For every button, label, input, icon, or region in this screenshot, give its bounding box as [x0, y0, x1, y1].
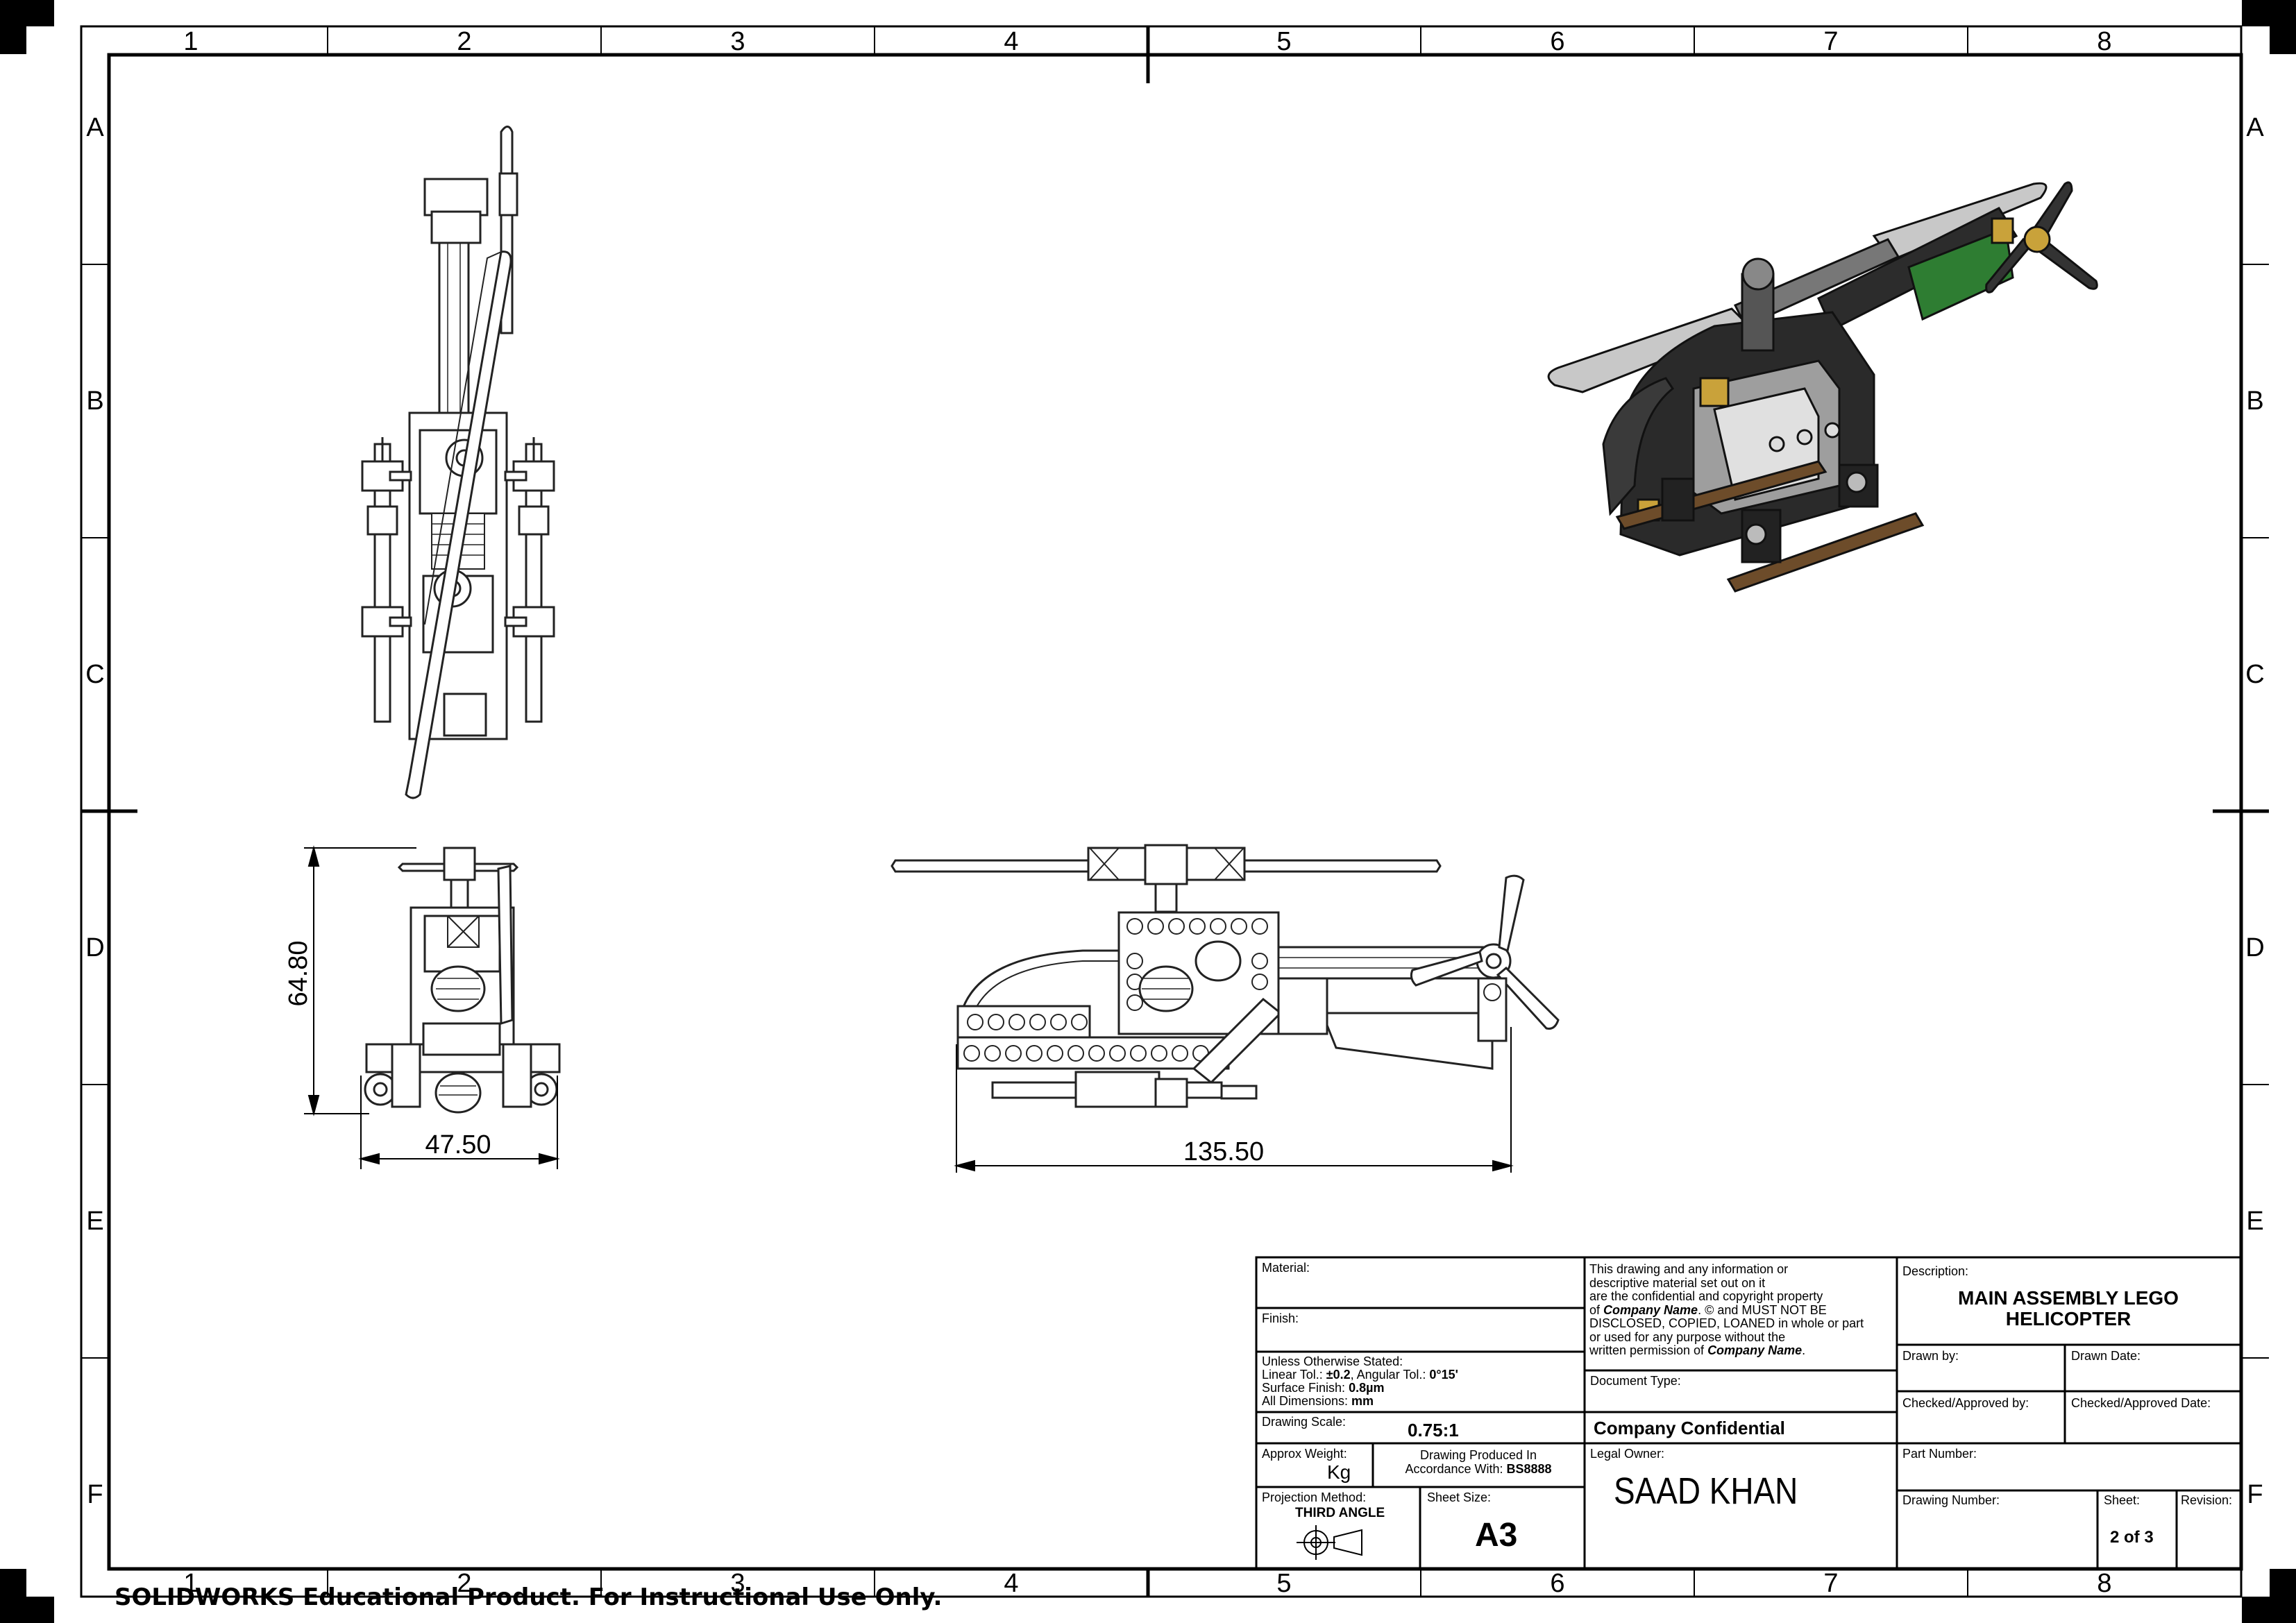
sheet-label: Sheet:	[2104, 1493, 2141, 1507]
zone-col-label: 5	[1276, 27, 1291, 56]
title-block-grid	[1255, 1256, 2243, 1570]
corner-mark-top-right	[2270, 0, 2296, 54]
corner-mark-bottom-right	[2270, 1569, 2296, 1623]
material-label: Material:	[1262, 1261, 1310, 1275]
zone-col-label: 7	[1823, 27, 1838, 56]
zone-col-label: 2	[457, 27, 471, 56]
revision-label: Revision:	[2181, 1493, 2233, 1507]
width-dimension: 47.50	[425, 1130, 491, 1159]
zone-row-label: D	[2245, 933, 2264, 962]
zone-col-label: 8	[2097, 27, 2111, 56]
zone-col-label: 1	[183, 27, 198, 56]
all-dimensions-units: All Dimensions: mm	[1262, 1394, 1374, 1408]
drawn-date-label: Drawn Date:	[2071, 1349, 2141, 1363]
zone-col-label: 4	[1004, 1569, 1018, 1598]
produced-standard-note: Drawing Produced In Accordance With: BS8…	[1405, 1448, 1552, 1476]
company-confidential: Company Confidential	[1594, 1418, 1785, 1438]
side-view-dimensions	[954, 1027, 1514, 1173]
zone-row-label: A	[2246, 113, 2264, 142]
drawing-scale-value: 0.75:1	[1408, 1420, 1459, 1441]
zone-col-label: 8	[2097, 1569, 2111, 1598]
front-view	[364, 847, 561, 1114]
corner-mark-bottom-left	[0, 1569, 26, 1623]
approx-weight-label: Approx Weight:	[1262, 1447, 1347, 1461]
zone-col-label: 3	[730, 27, 745, 56]
zone-col-label: 2	[457, 1569, 471, 1598]
zone-row-label: C	[85, 660, 104, 689]
zone-col-label: 3	[730, 1569, 745, 1598]
projection-method-label: Projection Method:	[1262, 1490, 1367, 1504]
drawing-number-label: Drawing Number:	[1902, 1493, 2000, 1507]
description-label: Description:	[1902, 1264, 1969, 1278]
zone-row-label: D	[85, 933, 104, 962]
third-angle-projection-symbol	[1297, 1525, 1362, 1560]
description-value: MAIN ASSEMBLY LEGO HELICOPTER	[1958, 1287, 2179, 1329]
finish-label: Finish:	[1262, 1311, 1299, 1325]
tolerance-block: Unless Otherwise Stated: Linear Tol.: ±0…	[1262, 1355, 1458, 1408]
tolerance-heading: Unless Otherwise Stated:	[1262, 1354, 1403, 1368]
sheet-size-label: Sheet Size:	[1427, 1490, 1492, 1504]
isometric-view	[1547, 181, 2098, 593]
checked-date-label: Checked/Approved Date:	[2071, 1396, 2211, 1410]
sheet-number-value: 2 of 3	[2110, 1528, 2154, 1547]
zone-row-dividers	[81, 264, 2269, 1359]
checked-by-label: Checked/Approved by:	[1902, 1396, 2029, 1410]
document-type-label: Document Type:	[1590, 1374, 1681, 1388]
zone-col-label: 7	[1823, 1569, 1838, 1598]
confidentiality-notice: This drawing and any information or desc…	[1589, 1262, 1864, 1357]
educational-watermark: SOLIDWORKS Educational Product. For Inst…	[115, 1583, 943, 1611]
zone-col-label: 1	[183, 1569, 198, 1598]
sheet-size-value: A3	[1475, 1517, 1518, 1554]
drawing-scale-label: Drawing Scale:	[1262, 1415, 1347, 1429]
zone-col-label: 5	[1276, 1569, 1291, 1598]
projection-method-value: THIRD ANGLE	[1295, 1506, 1385, 1520]
front-view-dimensions	[304, 845, 560, 1169]
zone-row-label: A	[86, 113, 104, 142]
zone-row-label: E	[86, 1207, 103, 1236]
zone-row-label: F	[87, 1480, 103, 1509]
zone-row-label: E	[2246, 1207, 2263, 1236]
centering-marks	[81, 26, 2269, 1597]
zone-row-label: B	[2246, 386, 2263, 416]
zone-row-label: C	[2245, 660, 2264, 689]
part-number-label: Part Number:	[1902, 1447, 1977, 1461]
zone-column-dividers	[327, 26, 1968, 1597]
zone-col-label: 4	[1004, 27, 1018, 56]
weight-unit: Kg	[1327, 1461, 1351, 1483]
height-dimension: 64.80	[284, 940, 313, 1006]
zone-col-label: 6	[1550, 27, 1564, 56]
zone-col-label: 6	[1550, 1569, 1564, 1598]
top-view	[361, 126, 555, 799]
zone-row-label: B	[86, 386, 103, 416]
surface-finish: Surface Finish: 0.8µm	[1262, 1381, 1385, 1395]
linear-angular-tolerance: Linear Tol.: ±0.2, Angular Tol.: 0°15'	[1262, 1368, 1458, 1382]
length-dimension: 135.50	[1183, 1137, 1264, 1166]
corner-mark-top-left	[0, 0, 26, 54]
zone-row-label: F	[2247, 1480, 2263, 1509]
drawn-by-label: Drawn by:	[1902, 1349, 1959, 1363]
zone-labels: 1 2 3 4 5 6 7 8 1 2 3 4 5 6 7 8 A B C D …	[85, 27, 2264, 1598]
legal-owner-label: Legal Owner:	[1590, 1447, 1665, 1461]
side-view	[890, 844, 1560, 1108]
legal-owner-value: SAAD KHAN	[1614, 1470, 1798, 1512]
